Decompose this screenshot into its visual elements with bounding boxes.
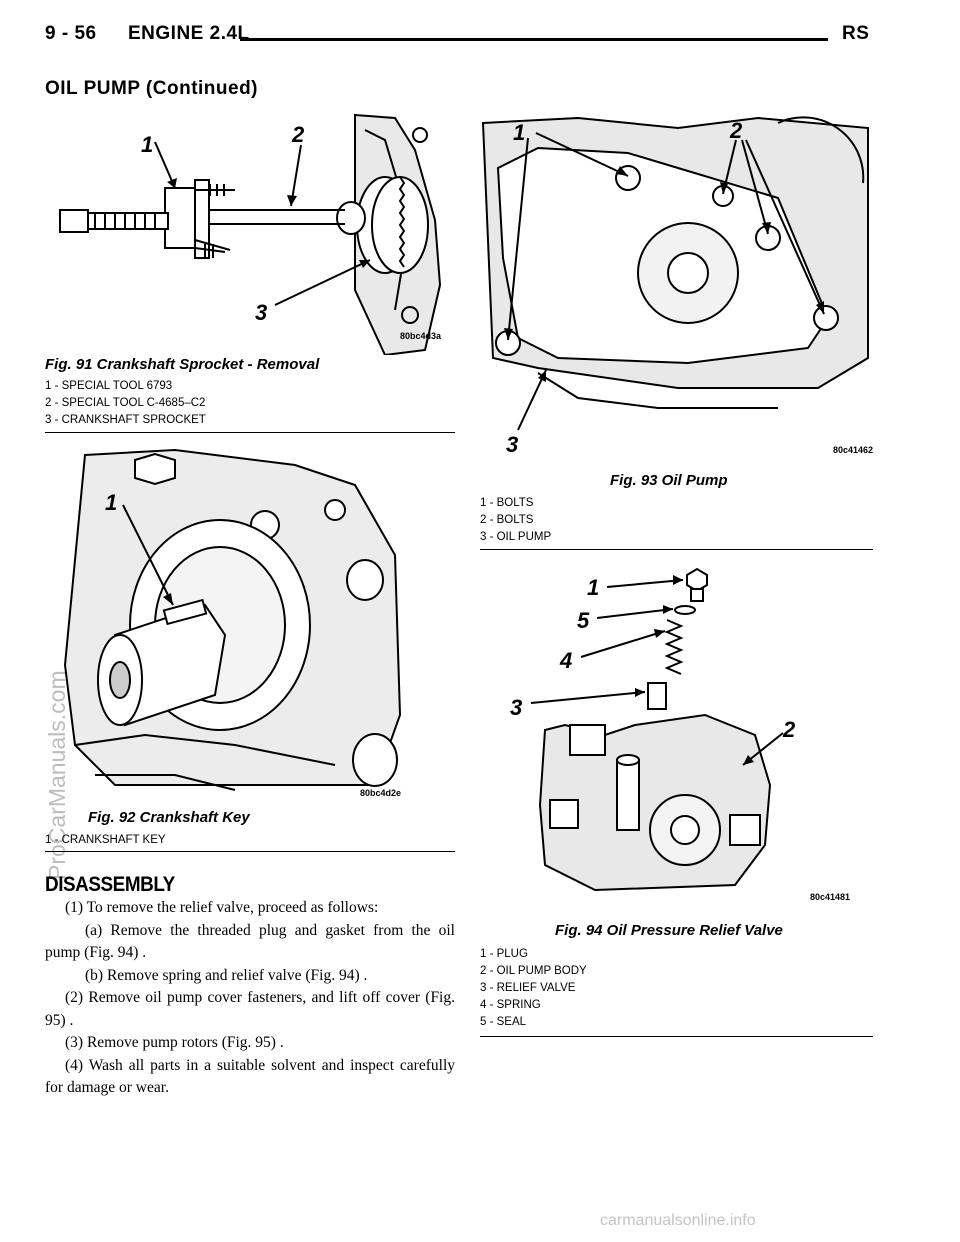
- fig91-callout-1: 1: [141, 132, 177, 189]
- step-3: (3) Remove pump rotors (Fig. 95) .: [65, 1034, 284, 1051]
- fig93-legend-item: 3 - OIL PUMP: [480, 531, 552, 543]
- fig94-legend: 1 - PLUG 2 - OIL PUMP BODY 3 - RELIEF VA…: [480, 946, 587, 1031]
- svg-text:1: 1: [141, 132, 153, 157]
- step-4: (4) Wash all parts in a suitable solvent…: [45, 1056, 455, 1097]
- step-1a: (a) Remove the threaded plug and gasket …: [45, 921, 455, 962]
- step-1b: (b) Remove spring and relief valve (Fig.…: [85, 966, 368, 984]
- fig94-legend-item: 2 - OIL PUMP BODY: [480, 965, 587, 977]
- fig92-legend: 1 - CRANKSHAFT KEY: [45, 832, 166, 849]
- fig93-legend-item: 1 - BOLTS: [480, 497, 534, 509]
- fig94-drawing-id: 80c41481: [810, 892, 851, 902]
- fig94-callout-2: 2: [742, 717, 796, 766]
- fig94-callout-4: 4: [559, 629, 666, 673]
- fig91-legend-item: 2 - SPECIAL TOOL C-4685–C2: [45, 397, 206, 409]
- page-number: 9 - 56: [45, 23, 97, 44]
- fig92-illustration: 1 80bc4d2e: [55, 445, 455, 805]
- fig91-legend-item: 1 - SPECIAL TOOL 6793: [45, 380, 173, 392]
- fig94-legend-item: 1 - PLUG: [480, 948, 528, 960]
- fig94-legend-item: 3 - RELIEF VALVE: [480, 982, 576, 994]
- fig93-drawing-id: 80c41462: [833, 445, 874, 455]
- footer-site[interactable]: carmanualsonline.info: [600, 1212, 756, 1229]
- fig92-callout-1: 1: [105, 490, 174, 606]
- svg-text:3: 3: [510, 695, 522, 720]
- section-title: ENGINE 2.4L: [128, 23, 250, 44]
- step-2: (2) Remove oil pump cover fasteners, and…: [45, 989, 455, 1029]
- fig92-caption: Fig. 92 Crankshaft Key: [88, 809, 250, 826]
- fig94-caption: Fig. 94 Oil Pressure Relief Valve: [555, 922, 783, 939]
- fig94-callout-3: 3: [510, 688, 646, 720]
- fig93-caption: Fig. 93 Oil Pump: [610, 472, 728, 489]
- fig93-callout-3: 3: [506, 369, 547, 457]
- fig93-illustration: 1 2 3 80c41462: [478, 108, 873, 463]
- header-rule: [240, 38, 828, 41]
- fig91-legend: 1 - SPECIAL TOOL 6793 2 - SPECIAL TOOL C…: [45, 378, 206, 429]
- fig94-callout-1: 1: [587, 575, 684, 600]
- fig93-legend-item: 2 - BOLTS: [480, 514, 534, 526]
- fig94-rule: [480, 1036, 873, 1037]
- fig94-legend-item: 4 - SPRING: [480, 999, 541, 1011]
- svg-text:2: 2: [729, 118, 743, 143]
- svg-text:3: 3: [255, 300, 267, 325]
- step-1: (1) To remove the relief valve, proceed …: [65, 899, 379, 916]
- svg-text:2: 2: [291, 122, 305, 147]
- svg-text:1: 1: [105, 490, 117, 515]
- fig93-callout-2: 2: [720, 118, 825, 315]
- svg-text:4: 4: [559, 648, 572, 673]
- fig94-legend-item: 5 - SEAL: [480, 1016, 527, 1028]
- fig92-drawing-id: 80bc4d2e: [360, 788, 402, 798]
- model-code: RS: [842, 23, 870, 44]
- fig93-legend: 1 - BOLTS 2 - BOLTS 3 - OIL PUMP: [480, 495, 551, 546]
- fig91-illustration: 1 2 3 80bc4d3a: [55, 110, 455, 355]
- svg-text:2: 2: [782, 717, 796, 742]
- fig92-legend-item: 1 - CRANKSHAFT KEY: [45, 834, 166, 846]
- fig91-rule: [45, 432, 455, 433]
- fig91-callout-2: 2: [287, 122, 305, 207]
- fig92-rule: [45, 851, 455, 852]
- fig94-callout-5: 5: [577, 605, 674, 633]
- fig91-callout-3: 3: [255, 259, 371, 325]
- disassembly-body: (1) To remove the relief valve, proceed …: [45, 897, 455, 1100]
- fig94-illustration: 1 5 4 3 2 80c41481: [505, 565, 865, 915]
- fig91-legend-item: 3 - CRANKSHAFT SPROCKET: [45, 414, 206, 426]
- svg-text:1: 1: [587, 575, 599, 600]
- svg-text:5: 5: [577, 608, 590, 633]
- svg-text:1: 1: [513, 120, 525, 145]
- disassembly-heading: DISASSEMBLY: [45, 873, 175, 896]
- fig91-drawing-id: 80bc4d3a: [400, 331, 442, 341]
- fig93-rule: [480, 549, 873, 550]
- fig93-callout-1: 1: [504, 120, 629, 341]
- continued-title: OIL PUMP (Continued): [45, 78, 259, 99]
- fig91-caption: Fig. 91 Crankshaft Sprocket - Removal: [45, 356, 320, 373]
- svg-text:3: 3: [506, 432, 518, 457]
